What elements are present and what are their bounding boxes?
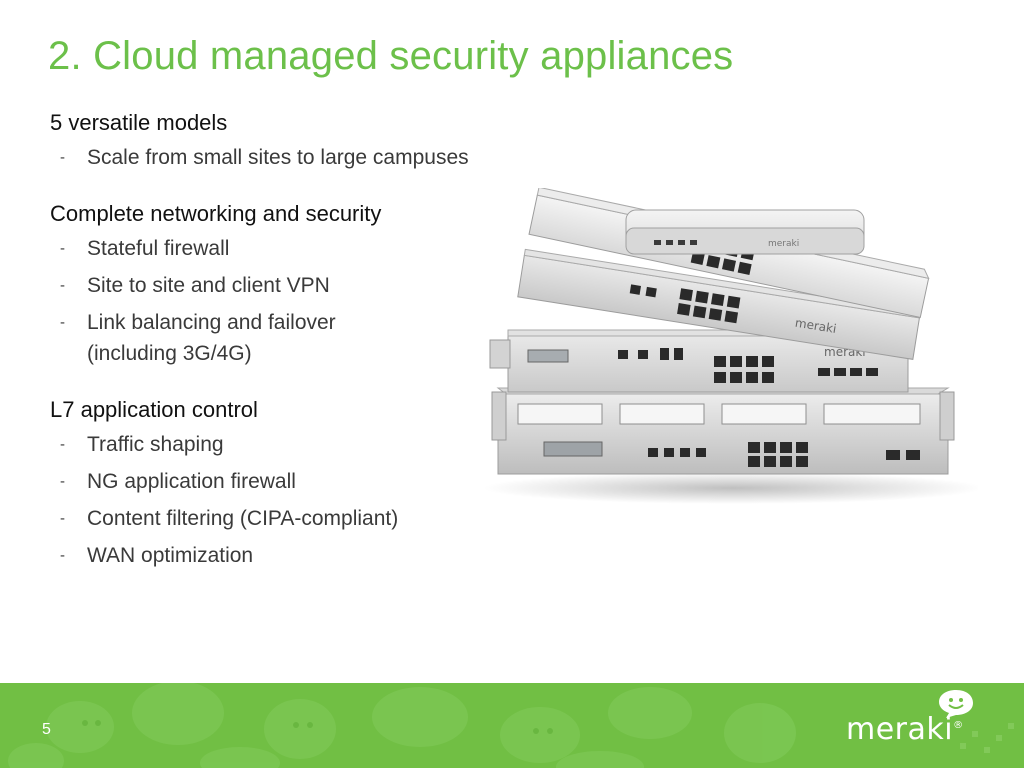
bullet-list: - Scale from small sites to large campuse…: [50, 142, 510, 173]
bullet-list: - Traffic shaping - NG application firewal…: [50, 429, 510, 571]
bullet-text: Content filtering (CIPA-compliant): [87, 507, 399, 530]
bullet-text: Site to site and client VPN: [87, 274, 330, 297]
appliance-stack-photo: meraki meraki mera: [483, 188, 978, 504]
bullet-item: - Link balancing and failover (including 3…: [50, 307, 510, 369]
bullet-text: WAN optimization: [87, 544, 254, 567]
bullet-dash: -: [60, 314, 65, 331]
meraki-logo: meraki®: [846, 712, 964, 747]
bullet-text-continued: (including 3G/4G): [87, 342, 252, 365]
bullet-dash: -: [60, 510, 65, 527]
footer-pattern: [8, 683, 1014, 768]
appliance-tilted-2: meraki: [517, 248, 921, 360]
meraki-logo-mark: ®: [953, 720, 964, 731]
bullet-text: Stateful firewall: [87, 237, 230, 260]
bullet-dash: -: [60, 473, 65, 490]
brand-label: meraki: [768, 239, 799, 249]
appliance-large-rack: [491, 387, 955, 475]
bullet-item: - Stateful firewall: [50, 233, 510, 264]
bullet-item: - Traffic shaping: [50, 429, 510, 460]
section-l7: L7 application control - Traffic shaping …: [50, 395, 510, 571]
bullet-list: - Stateful firewall - Site to site and cli…: [50, 233, 510, 369]
section-models: 5 versatile models - Scale from small sit…: [50, 108, 510, 173]
bullet-dash: -: [60, 149, 65, 166]
footer-band: 5 meraki®: [0, 683, 1024, 768]
bullet-item: - WAN optimization: [50, 540, 510, 571]
bullet-dash: -: [60, 277, 65, 294]
bullet-text: Link balancing and failover: [87, 311, 336, 334]
bullet-dash: -: [60, 436, 65, 453]
bullet-item: - Content filtering (CIPA-compliant): [50, 503, 510, 534]
bullet-item: - Site to site and client VPN: [50, 270, 510, 301]
section-heading: L7 application control: [50, 397, 258, 422]
section-networking: Complete networking and security - Statef…: [50, 199, 510, 369]
bullet-dash: -: [60, 547, 65, 564]
section-heading: Complete networking and security: [50, 201, 382, 226]
bullet-text: NG application firewall: [87, 470, 296, 493]
brand-label: meraki: [794, 316, 837, 336]
slide-title: 2. Cloud managed security appliances: [48, 34, 734, 78]
bullet-text: Traffic shaping: [87, 433, 224, 456]
slide-body: 5 versatile models - Scale from small sit…: [50, 108, 510, 597]
bullet-dash: -: [60, 240, 65, 257]
bullet-item: - Scale from small sites to large campuse…: [50, 142, 510, 173]
section-heading: 5 versatile models: [50, 110, 228, 135]
page-number: 5: [42, 721, 51, 738]
bullet-text: Scale from small sites to large campuses: [87, 146, 469, 169]
meraki-logo-text: meraki: [846, 712, 954, 747]
meraki-smile-icon: [939, 690, 973, 718]
appliance-desktop: meraki: [625, 209, 865, 255]
bullet-item: - NG application firewall: [50, 466, 510, 497]
